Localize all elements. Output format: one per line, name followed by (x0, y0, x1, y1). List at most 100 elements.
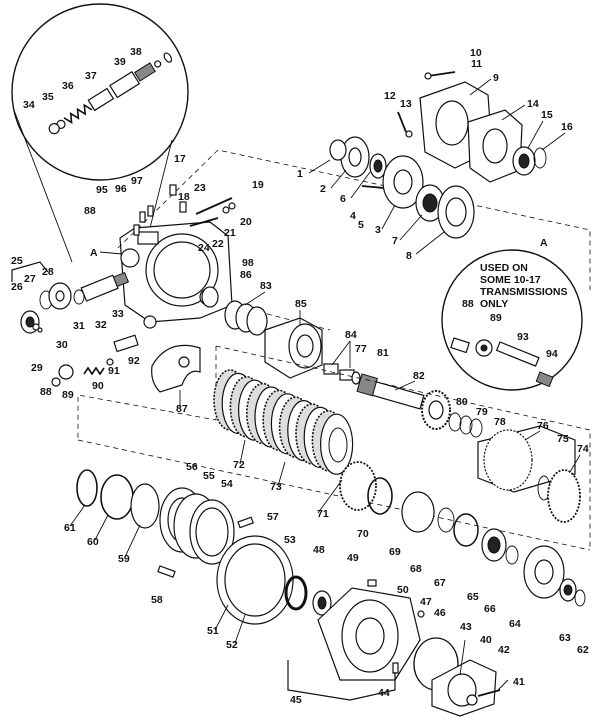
right-lower-group (339, 461, 586, 607)
part-label-37: 37 (85, 70, 97, 82)
part-label-39: 39 (114, 56, 126, 68)
part-label-79: 79 (476, 406, 488, 418)
part-label-18: 18 (178, 191, 190, 203)
part-label-30: 30 (56, 339, 68, 351)
part-label-73: 73 (270, 481, 282, 493)
part-label-28: 28 (42, 266, 54, 278)
part-label-14: 14 (527, 98, 539, 110)
part-label-33: 33 (112, 308, 124, 320)
part-label-43: 43 (460, 621, 472, 633)
part-label-15: 15 (541, 109, 553, 121)
part-label-80: 80 (456, 396, 468, 408)
part-label-86: 86 (240, 269, 252, 281)
part-label-50: 50 (397, 584, 409, 596)
part-label-71: 71 (317, 508, 329, 520)
part-label-23: 23 (194, 182, 206, 194)
part-label-41: 41 (513, 676, 525, 688)
part-label-25: 25 (11, 255, 23, 267)
part-label-82: 82 (413, 370, 425, 382)
part-label-69: 69 (389, 546, 401, 558)
inset-note-line-1: USED ON (480, 262, 528, 274)
part-label-52: 52 (226, 639, 238, 651)
part-label-32: 32 (95, 319, 107, 331)
part-label-16: 16 (561, 121, 573, 133)
part-label-19: 19 (252, 179, 264, 191)
clutch-plate-stack (213, 369, 354, 475)
part-label-5: 5 (358, 219, 364, 231)
part-label-4: 4 (350, 210, 356, 222)
part-label-45: 45 (290, 694, 302, 706)
piston-group (76, 469, 501, 717)
part-label-81: 81 (377, 347, 389, 359)
part-label-75: 75 (557, 433, 569, 445)
part-label-29: 29 (31, 362, 43, 374)
part-label-62: 62 (577, 644, 589, 656)
part-label-7: 7 (392, 235, 398, 247)
part-label-96: 96 (115, 183, 127, 195)
part-label-55: 55 (203, 470, 215, 482)
part-label-34: 34 (23, 99, 35, 111)
part-label-26: 26 (11, 281, 23, 293)
part-label-38: 38 (130, 46, 142, 58)
part-label-59: 59 (118, 553, 130, 565)
part-label-92: 92 (128, 355, 140, 367)
part-label-68: 68 (410, 563, 422, 575)
detail-circle-valve (11, 3, 189, 263)
part-label-40: 40 (480, 634, 492, 646)
part-label-27: 27 (24, 273, 36, 285)
housing-ref-letter: A (90, 247, 98, 259)
inset-detail-circle: A USED ON SOME 10-17 TRANSMISSIONS ONLY … (441, 237, 583, 391)
part-callouts: 1 2 3 4 5 6 7 8 9 10 11 12 13 14 15 16 1… (11, 46, 589, 706)
part-label-91: 91 (108, 365, 120, 377)
rear-cover-group (329, 71, 547, 239)
inset-note-line-4: ONLY (480, 298, 508, 310)
part-label-20: 20 (240, 216, 252, 228)
part-label-6: 6 (340, 193, 346, 205)
part-label-98: 98 (242, 257, 254, 269)
part-label-58: 58 (151, 594, 163, 606)
part-label-49: 49 (347, 552, 359, 564)
part-label-13: 13 (400, 98, 412, 110)
part-label-87: 87 (176, 403, 188, 415)
shaft-clutch-group (224, 300, 581, 523)
inset-note-line-2: SOME 10-17 (480, 274, 541, 286)
part-label-84: 84 (345, 329, 357, 341)
part-label-60: 60 (87, 536, 99, 548)
part-label-89: 89 (62, 389, 74, 401)
part-label-17: 17 (174, 153, 186, 165)
part-label-8: 8 (406, 250, 412, 262)
part-label-83: 83 (260, 280, 272, 292)
part-label-78: 78 (494, 416, 506, 428)
part-label-61: 61 (64, 522, 76, 534)
clutch-plate-bore (328, 427, 348, 463)
part-label-51: 51 (207, 625, 219, 637)
part-label-35: 35 (42, 91, 54, 103)
part-label-3: 3 (375, 224, 381, 236)
part-label-42: 42 (498, 644, 510, 656)
part-label-77: 77 (355, 343, 367, 355)
part-label-57: 57 (267, 511, 279, 523)
part-label-76: 76 (537, 420, 549, 432)
part-label-1: 1 (297, 168, 303, 180)
part-label-66: 66 (484, 603, 496, 615)
part-label-88-top: 88 (84, 205, 96, 217)
part-label-53: 53 (284, 534, 296, 546)
inset-ref-letter: A (540, 237, 548, 249)
part-label-22: 22 (212, 238, 224, 250)
inset-part-94: 94 (546, 348, 558, 360)
part-label-85: 85 (295, 298, 307, 310)
part-label-72: 72 (233, 459, 245, 471)
part-label-74: 74 (577, 443, 589, 455)
part-label-54: 54 (221, 478, 233, 490)
part-label-65: 65 (467, 591, 479, 603)
part-label-9: 9 (493, 72, 499, 84)
guide-line-mid (77, 345, 591, 551)
part-label-95: 95 (96, 184, 108, 196)
part-label-88: 88 (40, 386, 52, 398)
left-small-parts (11, 184, 236, 393)
transmission-housing (119, 221, 233, 329)
inset-part-89: 89 (490, 312, 502, 324)
inset-part-93: 93 (517, 331, 529, 343)
